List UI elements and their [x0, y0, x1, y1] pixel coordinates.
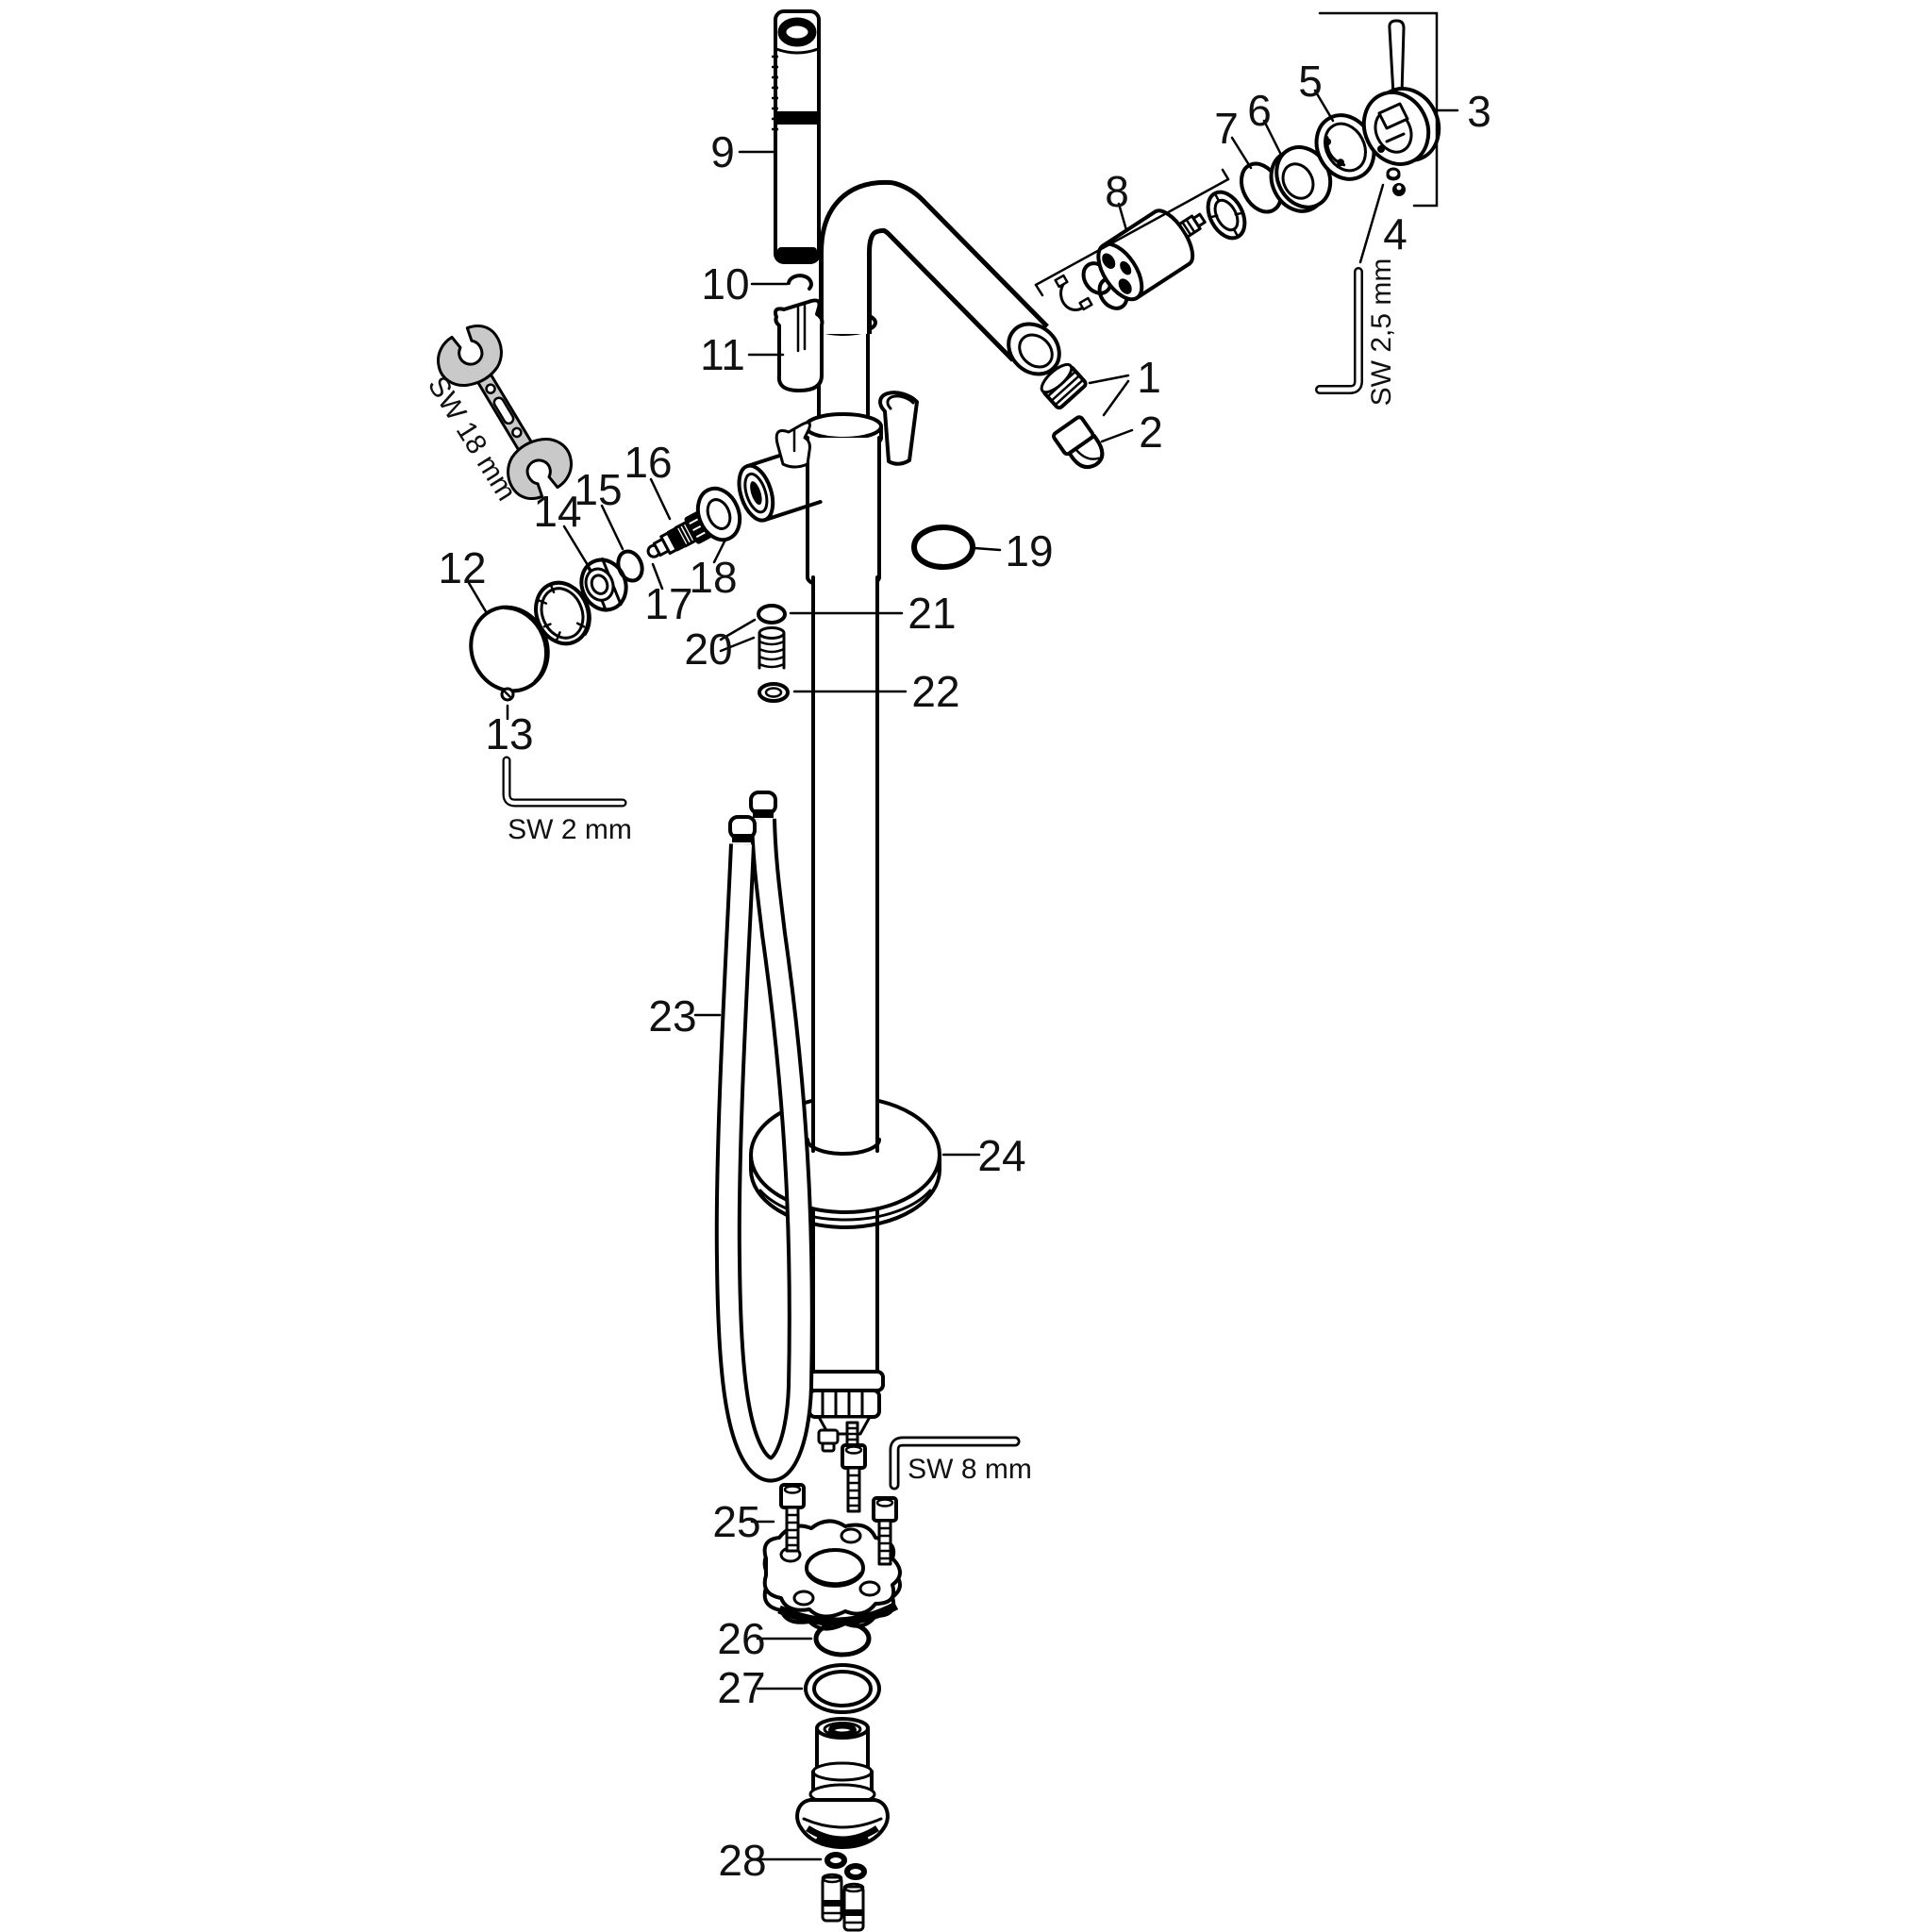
callout-10-label: 10: [701, 259, 749, 308]
callout-16-label: 16: [624, 438, 672, 487]
seal-washer-18: [695, 486, 742, 542]
castellated-ring: [534, 580, 591, 646]
allen-2-size-label: SW 2 mm: [508, 814, 632, 845]
callout-26-label: 26: [717, 1614, 765, 1663]
o-ring-27: [804, 1663, 881, 1714]
shower-hose: [714, 791, 814, 1483]
callout-17-label: 17: [644, 579, 692, 628]
swivel-spout: [819, 179, 1061, 376]
callout-14-label: 14: [533, 487, 581, 536]
allen-2-5-size-label: SW 2,5 mm: [1366, 258, 1397, 407]
callout-12-label: 12: [438, 543, 486, 592]
cap-screw-13: [500, 687, 515, 702]
callout-labels: 1 2 3 4 5 6 7 8 9 10 11 12 13 14 15 16 1…: [438, 57, 1491, 1885]
screw-plug-20: [758, 626, 786, 670]
allen-key-2-5-icon: [1315, 267, 1363, 394]
stop-ring-5: [1314, 113, 1376, 181]
allen-key-8-icon: [889, 1436, 1021, 1491]
mounting-screws: [779, 1443, 898, 1566]
hand-shower: [772, 9, 821, 264]
callout-3-label: 3: [1467, 87, 1491, 136]
callout-7-label: 7: [1214, 104, 1239, 153]
callout-6-label: 6: [1247, 86, 1272, 135]
check-valve-ring: [787, 274, 813, 291]
callout-5-label: 5: [1298, 57, 1323, 106]
bearing-sleeve-6: [1269, 145, 1333, 213]
set-screws-4: [1386, 167, 1406, 196]
o-ring-19: [911, 525, 975, 570]
spray-face-ticks: [772, 55, 778, 131]
cartridge-nut: [1206, 190, 1247, 241]
diverter-piston: [646, 509, 714, 558]
shower-holder: [774, 298, 824, 392]
callout-28-label: 28: [718, 1836, 766, 1885]
washer-22: [758, 682, 790, 703]
callout-1-label: 1: [1137, 353, 1161, 402]
hose-nipple-seals: [824, 1852, 867, 1880]
cartridge-assembly: [1034, 168, 1247, 311]
callout-8-label: 8: [1105, 167, 1129, 216]
allen-key-2-icon: [502, 756, 627, 808]
allen-8-size-label: SW 8 mm: [908, 1454, 1032, 1485]
hose-end-left: [728, 815, 757, 842]
wrench-size-label: SW 18 mm: [422, 371, 523, 506]
callout-4-label: 4: [1383, 209, 1407, 258]
leader-lines: [467, 89, 1335, 1861]
o-ring-26: [813, 1620, 872, 1657]
callout-13-label: 13: [485, 709, 533, 758]
open-end-wrench-icon: [426, 315, 583, 509]
base-adapter: [795, 1717, 890, 1849]
hose-end-right: [749, 791, 777, 818]
aerator: [1040, 362, 1088, 410]
callout-23-label: 23: [648, 991, 696, 1041]
callout-2-label: 2: [1139, 408, 1163, 457]
callout-9-label: 9: [710, 127, 735, 176]
cartridge-body: [1096, 208, 1207, 302]
handle: [1361, 19, 1441, 166]
callout-25-label: 25: [712, 1497, 760, 1546]
spout-bearing-horn: [878, 391, 919, 466]
bracket-3: [1318, 11, 1439, 208]
bottom-connector: [804, 1370, 885, 1453]
callout-18-label: 18: [689, 553, 737, 602]
callout-20-label: 20: [684, 625, 732, 674]
callout-15-label: 15: [574, 465, 622, 514]
callout-11-label: 11: [700, 330, 745, 379]
callout-24-label: 24: [977, 1131, 1025, 1180]
spray-insert: [1052, 415, 1105, 470]
callout-22-label: 22: [911, 667, 959, 716]
holder-port: [737, 445, 823, 523]
callout-21-label: 21: [908, 589, 956, 638]
o-ring-21: [757, 604, 787, 625]
escutcheon: [749, 1089, 941, 1229]
callout-27-label: 27: [717, 1663, 765, 1712]
hose-nipples: [821, 1873, 865, 1932]
o-ring-15: [616, 549, 644, 583]
riser-body-lower: [737, 391, 919, 1375]
callout-19-label: 19: [1005, 526, 1053, 575]
